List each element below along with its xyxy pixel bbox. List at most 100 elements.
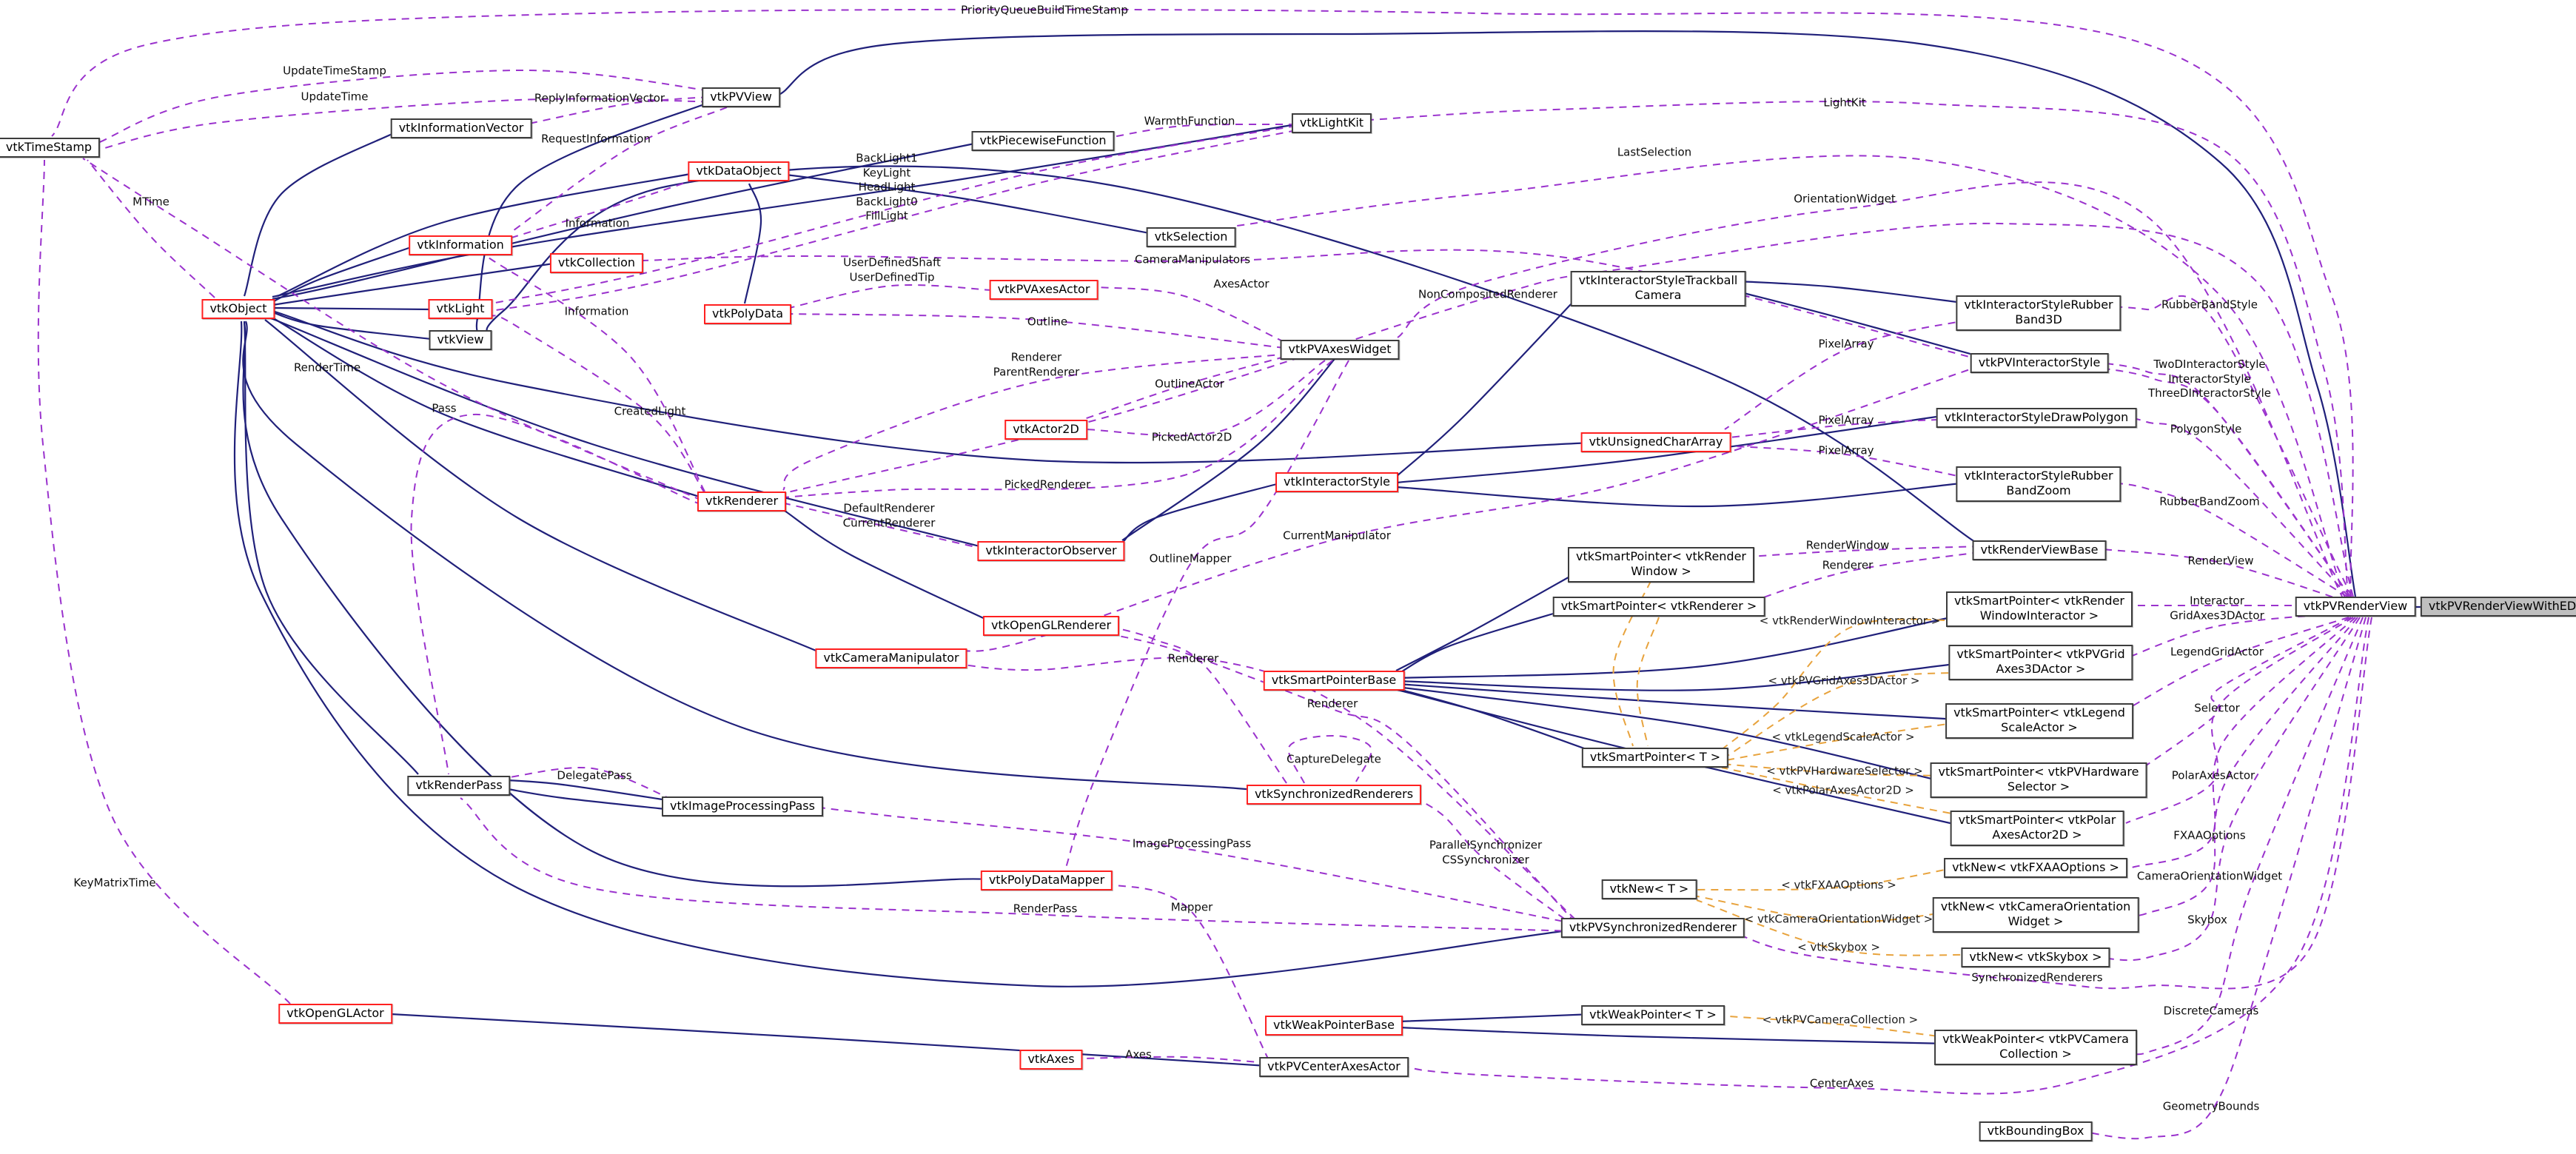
edge-vtkpvaxeswidget-to-vtkpolydatamapper <box>1065 360 1349 868</box>
node-vtkpvaxeswidget[interactable]: vtkPVAxesWidget <box>1280 340 1400 360</box>
node-vtkcollection[interactable]: vtkCollection <box>549 253 644 274</box>
edge-vtkinteractorstyledrawpolygon-to-vtkinteractorstyle <box>1395 413 1953 484</box>
edge-vtkpvrenderview-to-vtksmartpointerpolaraxesactor2d <box>2125 617 2354 824</box>
edge-vtkpvrenderview-to-vtksmartpointerlegendscaleactor <box>2124 617 2349 711</box>
node-vtkinteractorobserver[interactable]: vtkInteractorObserver <box>977 541 1125 562</box>
edge-vtkpolydatamapper-to-vtkobject <box>242 322 988 888</box>
node-vtkinformationvector[interactable]: vtkInformationVector <box>390 118 532 139</box>
edge-vtkpvrenderview-to-vtknewcameraorientationwidget <box>2124 617 2358 917</box>
node-vtkboundingbox[interactable]: vtkBoundingBox <box>1979 1121 2093 1142</box>
edge-vtkpvrenderview-to-vtkweakpointerpvcameracollection <box>2124 617 2364 1056</box>
node-vtkpvinteractorstyle[interactable]: vtkPVInteractorStyle <box>1970 353 2109 374</box>
edge-vtksynchronizedrenderers-to-vtkobject <box>242 321 1261 792</box>
edge-vtkpvsynchronizedrenderer-to-vtkobject <box>233 321 1576 987</box>
edge-vtksynchronizedrenderers-to-vtkopenglrenderer <box>1115 627 1287 784</box>
node-vtktimestamp[interactable]: vtkTimeStamp <box>0 138 101 158</box>
edge-vtkrenderer-to-vtkobject <box>270 316 702 499</box>
edge-vtkinteractorobserver-to-vtkrenderer <box>784 503 986 550</box>
node-vtkpolydatamapper[interactable]: vtkPolyDataMapper <box>980 870 1113 891</box>
edge-vtkunsignedchararray-to-vtkobject <box>272 309 1594 464</box>
node-vtksmartpointerrenderer[interactable]: vtkSmartPointer< vtkRenderer > <box>1552 597 1765 617</box>
edge-vtknewfxaaoptions-to-vtknewt <box>1693 867 1957 891</box>
node-vtksmartpointert[interactable]: vtkSmartPointer< T > <box>1581 748 1729 768</box>
edge-vtkpvrenderview-to-vtklightkit <box>1369 101 2349 597</box>
edge-vtkrenderviewbase-to-vtksmartpointerrenderer <box>1752 551 1980 602</box>
edge-vtkimageprocessingpass-to-vtkrenderpass <box>509 767 673 800</box>
edge-vtkpvsynchronizedrenderer-to-vtkopenglrenderer <box>1115 634 1576 923</box>
node-vtksmartpointerpvgridaxes3dactor[interactable]: vtkSmartPointer< vtkPVGrid Axes3DActor > <box>1948 645 2133 680</box>
node-vtkpvrenderviewwithedl: vtkPVRenderViewWithEDL <box>2420 597 2576 617</box>
node-vtkaxes[interactable]: vtkAxes <box>1019 1050 1083 1070</box>
node-vtkinteractorstylerubberbandzoom[interactable]: vtkInteractorStyleRubber BandZoom <box>1956 466 2121 502</box>
edge-vtkpvaxeswidget-to-vtkactor2d <box>1084 356 1285 420</box>
node-vtkpvcenteraxesactor[interactable]: vtkPVCenterAxesActor <box>1259 1057 1409 1078</box>
edge-vtkopenglactor-to-vtktimestamp <box>37 159 291 1004</box>
node-vtkweakpointerbase[interactable]: vtkWeakPointerBase <box>1265 1016 1403 1036</box>
edge-vtkpvview-to-vtkinformation <box>510 107 728 233</box>
node-vtkselection[interactable]: vtkSelection <box>1146 227 1236 248</box>
edge-vtkpvcenteraxesactor-to-vtkopenglactor <box>390 1013 1268 1067</box>
node-vtksmartpointerrenderwindow[interactable]: vtkSmartPointer< vtkRender Window > <box>1567 547 1755 583</box>
node-vtksynchronizedrenderers[interactable]: vtkSynchronizedRenderers <box>1246 785 1422 805</box>
node-vtksmartpointerlegendscaleactor[interactable]: vtkSmartPointer< vtkLegend ScaleActor > <box>1945 703 2133 739</box>
node-vtkweakpointerpvcameracollection[interactable]: vtkWeakPointer< vtkPVCamera Collection > <box>1934 1030 2137 1065</box>
edge-vtkpvview-to-vtkinformationvector <box>525 95 722 125</box>
edge-vtkrenderpass-to-vtkobject <box>243 321 419 775</box>
node-vtknewfxaaoptions[interactable]: vtkNew< vtkFXAAOptions > <box>1944 858 2127 879</box>
edge-vtkobject-to-vtktimestamp <box>87 159 215 298</box>
node-vtkinteractorstyletrackballcamera[interactable]: vtkInteractorStyleTrackball Camera <box>1570 271 1746 306</box>
edge-vtkrenderer-to-vtkrenderpass <box>410 413 702 775</box>
node-vtksmartpointerbase[interactable]: vtkSmartPointerBase <box>1263 671 1405 691</box>
edge-vtkpolydata-to-vtkdataobject <box>743 183 762 304</box>
node-vtkpvrenderview[interactable]: vtkPVRenderView <box>2295 597 2416 617</box>
node-vtkpvaxesactor[interactable]: vtkPVAxesActor <box>989 280 1099 301</box>
edge-vtklightkit-to-vtklight <box>491 125 1297 304</box>
node-vtkinformation[interactable]: vtkInformation <box>409 235 512 256</box>
node-vtkinteractorstyledrawpolygon[interactable]: vtkInteractorStyleDrawPolygon <box>1936 408 2137 429</box>
edge-vtkpvrenderview-to-vtksmartpointerpvhardwareselector <box>2137 617 2352 772</box>
node-vtkopenglactor[interactable]: vtkOpenGLActor <box>278 1004 392 1024</box>
edge-vtkpvrenderview-to-vtkboundingbox <box>2087 617 2367 1140</box>
node-vtkopenglrenderer[interactable]: vtkOpenGLRenderer <box>982 616 1120 637</box>
edge-vtkview-to-vtkobject <box>272 311 432 341</box>
node-vtkpolydata[interactable]: vtkPolyData <box>704 304 791 325</box>
edge-vtkpvview-to-vtktimestamp <box>95 98 722 151</box>
edge-vtkpvrenderview-to-vtknewfxaaoptions <box>2131 617 2356 868</box>
node-vtklightkit[interactable]: vtkLightKit <box>1291 113 1372 134</box>
edge-vtkpvcenteraxesactor-to-vtkaxes <box>1081 1056 1268 1064</box>
edge-vtkpvaxeswidget-to-vtkactor2d <box>1084 360 1326 437</box>
node-vtknewt[interactable]: vtkNew< T > <box>1601 879 1697 900</box>
edge-vtkpvsynchronizedrenderer-to-vtkrenderpass <box>460 797 1576 932</box>
node-vtksmartpointerrenderwindowinteractor[interactable]: vtkSmartPointer< vtkRender WindowInterac… <box>1945 591 2133 627</box>
edge-vtkrenderer-to-vtklight <box>491 315 705 494</box>
node-vtksmartpointerpolaraxesactor2d[interactable]: vtkSmartPointer< vtkPolar AxesActor2D > <box>1950 811 2124 846</box>
edge-vtkpvrenderview-to-vtkinteractorstylerubberband3d <box>2110 295 2352 597</box>
node-vtknewskybox[interactable]: vtkNew< vtkSkybox > <box>1961 947 2110 968</box>
node-vtkinteractorstylerubberband3d[interactable]: vtkInteractorStyleRubber Band3D <box>1956 295 2121 331</box>
node-vtkimageprocessingpass[interactable]: vtkImageProcessingPass <box>662 796 823 817</box>
node-vtkrenderpass[interactable]: vtkRenderPass <box>407 776 511 796</box>
node-vtkpvsynchronizedrenderer[interactable]: vtkPVSynchronizedRenderer <box>1560 918 1745 939</box>
node-vtkrenderviewbase[interactable]: vtkRenderViewBase <box>1972 540 2107 561</box>
edge-vtkcollection-to-vtkobject <box>272 262 554 306</box>
node-vtklight[interactable]: vtkLight <box>428 299 493 320</box>
node-vtkactor2d[interactable]: vtkActor2D <box>1004 420 1087 440</box>
edge-vtkpvrenderview-to-vtkpvview <box>778 30 2357 597</box>
node-vtkrenderer[interactable]: vtkRenderer <box>697 492 787 512</box>
edge-vtkinteractorstyletrackballcamera-to-vtkinteractorstyle <box>1395 289 1585 477</box>
node-vtkdataobject[interactable]: vtkDataObject <box>688 161 790 182</box>
node-vtknewcameraorientationwidget[interactable]: vtkNew< vtkCameraOrientation Widget > <box>1932 897 2139 933</box>
node-vtkcameramanipulator[interactable]: vtkCameraManipulator <box>815 648 967 669</box>
node-vtksmartpointerpvhardwareselector[interactable]: vtkSmartPointer< vtkPVHardware Selector … <box>1930 762 2147 798</box>
node-vtkweakpointert[interactable]: vtkWeakPointer< T > <box>1581 1005 1725 1026</box>
edge-vtkpvsynchronizedrenderer-to-vtksynchronizedrenderers <box>1412 796 1576 927</box>
edge-vtkpvrenderview-to-vtkselection <box>1231 155 2346 599</box>
edge-vtknewcameraorientationwidget-to-vtknewt <box>1693 895 1951 923</box>
node-vtkpiecewisefunction[interactable]: vtkPiecewiseFunction <box>971 131 1115 152</box>
node-vtkobject[interactable]: vtkObject <box>201 299 275 320</box>
node-vtkinteractorstyle[interactable]: vtkInteractorStyle <box>1275 472 1398 493</box>
node-vtkview[interactable]: vtkView <box>429 330 492 351</box>
edge-vtkpvaxeswidget-to-vtkpvaxesactor <box>1098 286 1285 343</box>
node-vtkunsignedchararray[interactable]: vtkUnsignedCharArray <box>1580 432 1731 453</box>
node-vtkpvview[interactable]: vtkPVView <box>702 87 780 108</box>
